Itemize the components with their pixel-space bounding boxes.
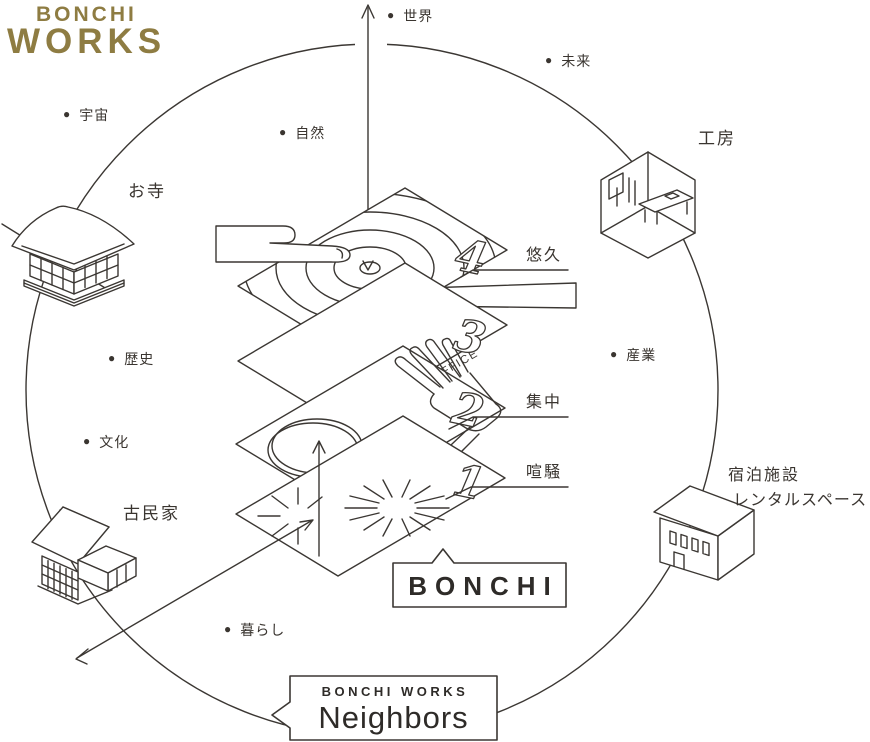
bonchi-callout-box bbox=[392, 548, 567, 608]
lodging-label-line2: レンタルスペース bbox=[733, 492, 868, 509]
neighbors-speech-bubble bbox=[271, 675, 498, 741]
bullet-icon: ● bbox=[108, 351, 117, 365]
orbit-label-industry: ● 産業 bbox=[610, 347, 657, 363]
orbit-label-world: ● 世界 bbox=[387, 8, 434, 24]
diagonal-axis-arrow bbox=[75, 519, 314, 665]
lodging-house-icon bbox=[653, 485, 755, 581]
orbit-label-space: ● 宇宙 bbox=[63, 107, 110, 123]
bullet-icon: ● bbox=[545, 53, 554, 67]
bonchi-box-label: BONCHI bbox=[408, 571, 559, 601]
orbit-label-history: ● 歴史 bbox=[108, 351, 155, 367]
layer-4-label: 悠久 bbox=[526, 247, 563, 264]
orbit-label-future: ● 未来 bbox=[545, 53, 592, 69]
orbit-label-nature: ● 自然 bbox=[279, 125, 326, 141]
left-hand-icon bbox=[215, 225, 351, 263]
circle-gap-top bbox=[355, 32, 387, 58]
orbit-label-living: ● 暮らし bbox=[224, 622, 286, 638]
orbit-label-culture: ● 文化 bbox=[83, 434, 130, 450]
left-fingernail bbox=[336, 248, 344, 259]
leader-kenso bbox=[445, 486, 569, 500]
starburst-large bbox=[344, 479, 450, 537]
bullet-icon: ● bbox=[224, 622, 233, 636]
kominka-label: 古民家 bbox=[123, 504, 180, 523]
ripple-center-arrowhead bbox=[362, 260, 374, 271]
rise-arrow bbox=[312, 440, 326, 557]
bullet-icon: ● bbox=[279, 125, 288, 139]
temple-label: お寺 bbox=[128, 182, 166, 201]
temple-icon bbox=[11, 205, 135, 307]
bullet-icon: ● bbox=[387, 8, 396, 22]
flat-hand-doodle bbox=[394, 337, 502, 456]
starburst-small bbox=[257, 487, 323, 545]
lodging-label-line1: 宿泊施設 bbox=[728, 467, 801, 484]
bullet-icon: ● bbox=[63, 107, 72, 121]
neighbors-line2: Neighbors bbox=[318, 700, 469, 735]
bullet-icon: ● bbox=[83, 434, 92, 448]
leader-yukyu bbox=[460, 269, 569, 278]
layer-1-plane bbox=[235, 415, 506, 577]
leader-shuchu bbox=[448, 416, 569, 430]
bullet-icon: ● bbox=[610, 347, 619, 361]
logo-line-works: WORKS bbox=[7, 22, 167, 61]
workshop-label: 工房 bbox=[698, 129, 736, 148]
neighbors-line1: BONCHI WORKS bbox=[321, 684, 469, 699]
logo-line-bonchi: BONCHI bbox=[36, 3, 137, 26]
layer-2-label: 集中 bbox=[526, 394, 563, 411]
layer-1-label: 喧騒 bbox=[526, 464, 563, 481]
workshop-icon bbox=[600, 151, 696, 259]
kominka-icon bbox=[31, 506, 137, 605]
